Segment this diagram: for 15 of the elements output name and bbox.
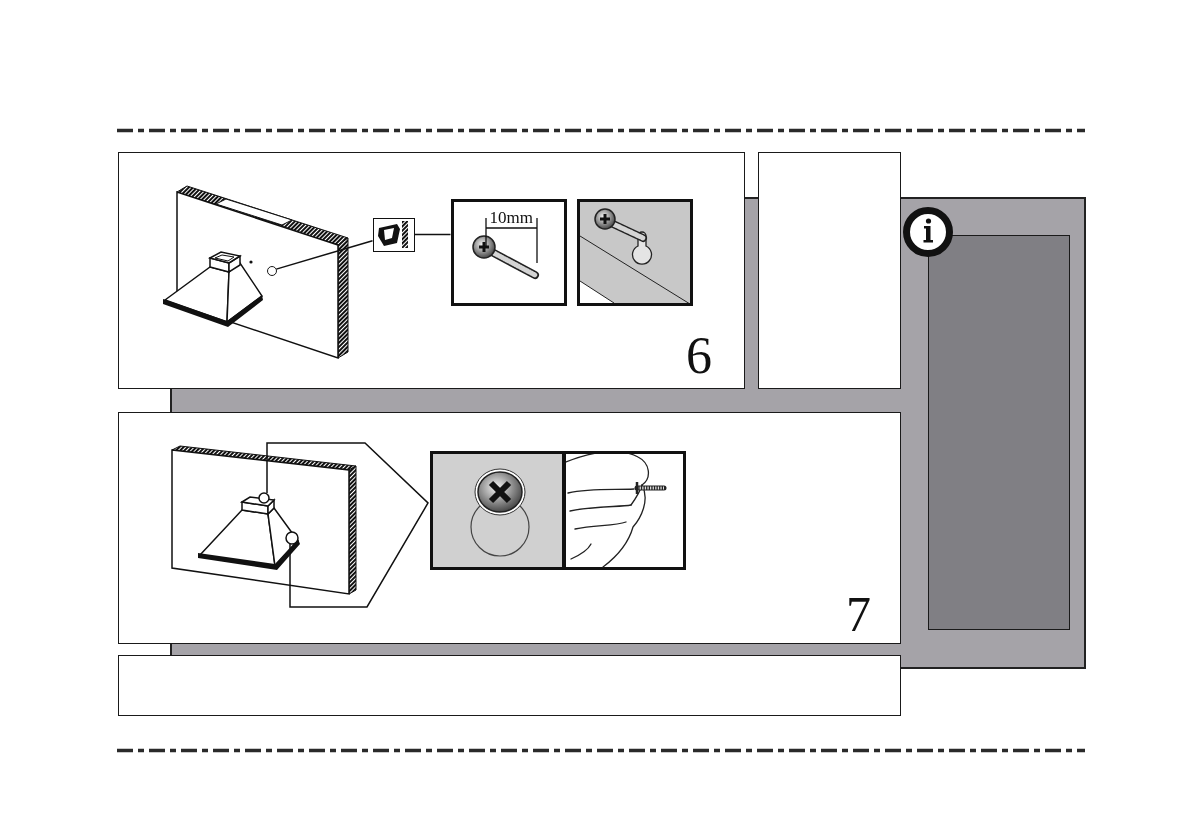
step-panel — [118, 152, 745, 389]
blank-panel — [118, 655, 901, 716]
hole-marker — [266, 265, 277, 276]
detail-inset — [562, 450, 686, 570]
step-number: 6 — [686, 330, 712, 382]
note-panel — [928, 235, 1070, 630]
detail-inset — [429, 450, 565, 570]
dimension-label: 10mm — [489, 208, 533, 226]
leader-line — [275, 239, 374, 270]
icon-tile — [372, 217, 415, 252]
step-number: 7 — [846, 589, 871, 639]
blank-panel — [758, 152, 901, 389]
leader-line — [413, 233, 452, 236]
step-panel — [118, 412, 901, 644]
detail-inset — [450, 198, 567, 306]
